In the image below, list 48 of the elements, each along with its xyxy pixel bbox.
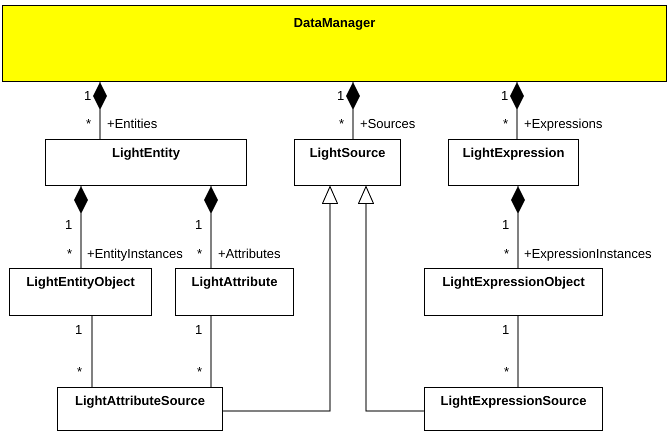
class-box (424, 387, 603, 431)
class-box (294, 139, 401, 186)
association-line (210, 316, 212, 388)
class-name: LightSource (310, 145, 386, 161)
class-name: LightExpressionSource (440, 393, 586, 409)
multiplicity-label: 1 (84, 88, 92, 104)
generalization-arrow (358, 186, 424, 412)
multiplicity-label: * (197, 246, 202, 262)
multiplicity-label: * (503, 116, 508, 132)
multiplicity-label: * (67, 246, 72, 262)
multiplicity-label: * (504, 246, 510, 262)
generalization-arrow (222, 186, 338, 412)
multiplicity-label: 1 (502, 217, 510, 233)
multiplicity-label: 1 (75, 322, 82, 338)
class-name: DataManager (294, 15, 376, 31)
role-label: +EntityInstances (87, 246, 183, 262)
composition-line (204, 186, 218, 268)
class-name: LightExpression (462, 145, 564, 161)
multiplicity-label: 1 (337, 88, 344, 104)
class-name: LightAttributeSource (75, 393, 205, 409)
multiplicity-label: 1 (65, 217, 72, 233)
multiplicity-label: * (504, 364, 510, 380)
class-name: LightEntity (112, 145, 180, 161)
role-label: +ExpressionInstances (524, 246, 652, 262)
class-box (175, 268, 294, 316)
composition-line (346, 82, 360, 140)
composition-line (511, 186, 525, 268)
multiplicity-label: * (339, 116, 344, 132)
multiplicity-label: 1 (195, 217, 202, 233)
multiplicity-label: 1 (195, 322, 202, 338)
class-box (57, 387, 223, 431)
composition-line (74, 186, 88, 268)
class-box (2, 5, 667, 82)
class-name: LightExpressionObject (442, 274, 585, 290)
multiplicity-label: 1 (502, 322, 510, 338)
class-box (448, 139, 579, 186)
role-label: +Expressions (524, 116, 602, 132)
multiplicity-label: * (197, 364, 202, 380)
class-box (424, 268, 603, 316)
class-name: LightEntityObject (26, 274, 135, 290)
composition-line (93, 82, 107, 140)
class-box (9, 268, 152, 316)
multiplicity-label: * (77, 364, 82, 380)
multiplicity-label: 1 (501, 88, 508, 104)
multiplicity-label: * (86, 116, 92, 132)
class-name: LightAttribute (192, 274, 278, 290)
composition-line (510, 82, 524, 140)
class-box (45, 139, 247, 186)
